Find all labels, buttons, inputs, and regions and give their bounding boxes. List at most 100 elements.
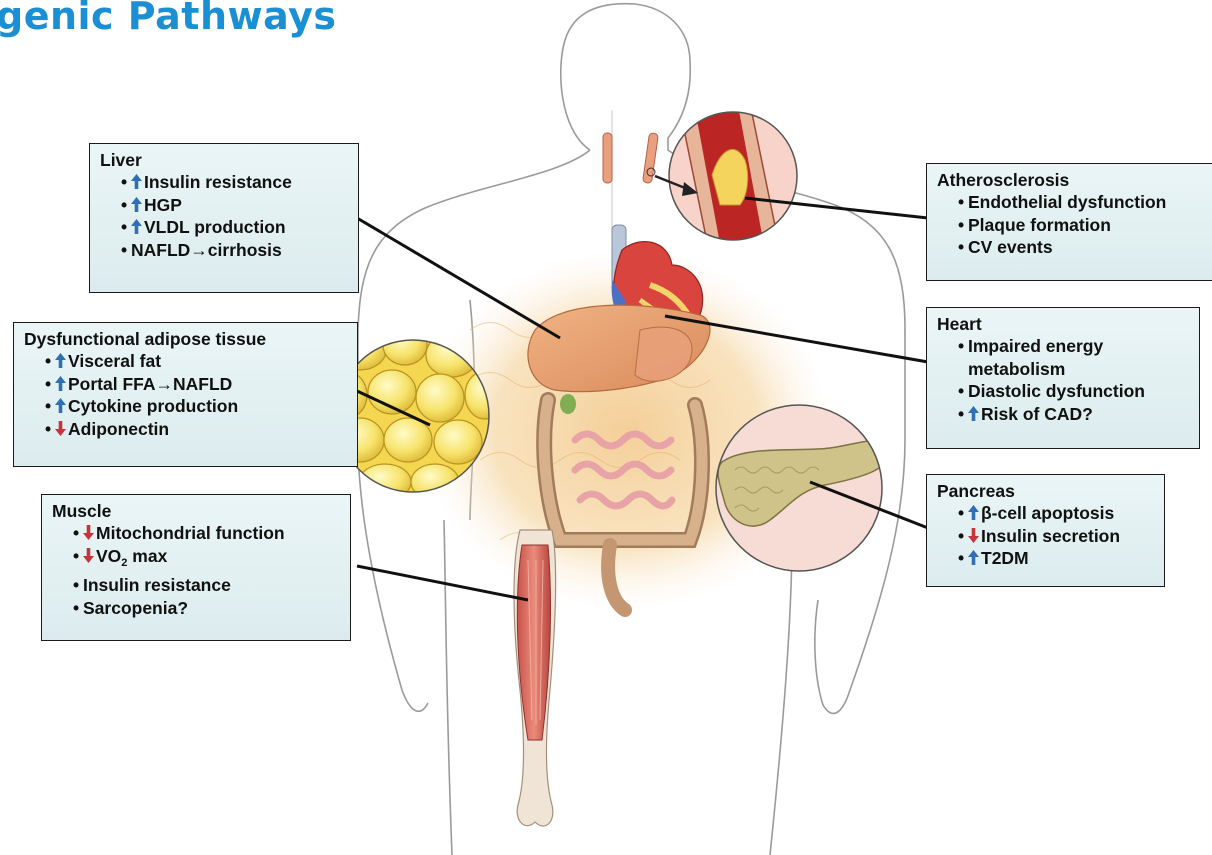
item-text: β-cell apoptosis (981, 503, 1114, 523)
bullet-icon: • (73, 574, 83, 597)
muscle-list: •Mitochondrial function•VO2 max•Insulin … (52, 522, 340, 619)
item-text: Endothelial dysfunction (968, 192, 1166, 212)
item-text: VO (96, 546, 121, 566)
pancreas-list: • β-cell apoptosis • Insulin secretion • T2DM (937, 502, 1154, 570)
list-item: •NAFLD→cirrhosis (121, 239, 348, 262)
item-text: Sarcopenia? (83, 598, 188, 618)
item-text: T2DM (981, 548, 1029, 568)
muscle-heading: Muscle (52, 500, 340, 522)
bullet-icon: • (45, 373, 55, 396)
diagram-title: genic Pathways (0, 0, 336, 38)
item-text: Impaired energy (968, 336, 1103, 356)
list-item: •VO2 max (73, 545, 340, 575)
pancreas-box: Pancreas•β-cell apoptosis•Insulin secret… (926, 474, 1165, 587)
increase-arrow-icon (131, 219, 142, 234)
bullet-icon: • (121, 239, 131, 262)
increase-arrow-icon (55, 376, 66, 391)
item-continuation: metabolism (958, 358, 1189, 381)
increase-arrow-icon (131, 174, 142, 189)
item-text-suffix: max (127, 546, 167, 566)
list-item: • Insulin resistance (121, 171, 348, 194)
bullet-icon: • (958, 191, 968, 214)
atherosclerosis-heading: Atherosclerosis (937, 169, 1212, 191)
heart-heading: Heart (937, 313, 1189, 335)
muscle-box: Muscle•Mitochondrial function•VO2 max•In… (41, 494, 351, 641)
bullet-icon: • (958, 236, 968, 259)
item-text: VLDL production (144, 217, 286, 237)
list-item: •Sarcopenia? (73, 597, 340, 620)
list-item: • Portal FFA→NAFLD (45, 373, 347, 396)
increase-arrow-icon (968, 550, 979, 565)
list-item: • Insulin secretion (958, 525, 1154, 548)
increase-arrow-icon (55, 398, 66, 413)
artery-magnified (669, 95, 797, 265)
item-text: Insulin secretion (981, 526, 1120, 546)
bullet-icon: • (958, 335, 968, 358)
increase-arrow-icon (968, 406, 979, 421)
atherosclerosis-list: •Endothelial dysfunction•Plaque formatio… (937, 191, 1212, 259)
item-text: Portal FFA→NAFLD (68, 374, 232, 394)
arm-illustration (514, 530, 556, 826)
bullet-icon: • (73, 522, 83, 545)
pancreas-magnified (716, 405, 888, 571)
bullet-icon: • (958, 547, 968, 570)
bullet-icon: • (958, 502, 968, 525)
gallbladder (560, 394, 576, 414)
decrease-arrow-icon (55, 421, 66, 436)
list-item: • T2DM (958, 547, 1154, 570)
item-text: CV events (968, 237, 1053, 257)
adipose-heading: Dysfunctional adipose tissue (24, 328, 347, 350)
increase-arrow-icon (55, 353, 66, 368)
list-item: •Plaque formation (958, 214, 1212, 237)
item-text: Plaque formation (968, 215, 1111, 235)
bullet-icon: • (958, 525, 968, 548)
bullet-icon: • (958, 403, 968, 426)
item-text: HGP (144, 195, 182, 215)
list-item: • Mitochondrial function (73, 522, 340, 545)
list-item: • β-cell apoptosis (958, 502, 1154, 525)
item-text: Insulin resistance (144, 172, 292, 192)
item-text: Adiponectin (68, 419, 169, 439)
list-item: • VLDL production (121, 216, 348, 239)
bullet-icon: • (958, 380, 968, 403)
item-text: Insulin resistance (83, 575, 231, 595)
bullet-icon: • (73, 597, 83, 620)
bullet-icon: • (121, 171, 131, 194)
item-text: Diastolic dysfunction (968, 381, 1145, 401)
item-text: Cytokine production (68, 396, 238, 416)
increase-arrow-icon (131, 197, 142, 212)
list-item: • Cytokine production (45, 395, 347, 418)
adipose-box: Dysfunctional adipose tissue•Visceral fa… (13, 322, 358, 467)
carotid-left (603, 133, 612, 183)
list-item: • HGP (121, 194, 348, 217)
list-item: •Insulin resistance (73, 574, 340, 597)
item-text: Risk of CAD? (981, 404, 1093, 424)
bullet-icon: • (73, 545, 83, 568)
list-item: • Risk of CAD? (958, 403, 1189, 426)
pancreas-heading: Pancreas (937, 480, 1154, 502)
liver-box: Liver•Insulin resistance•HGP•VLDL produc… (89, 143, 359, 293)
list-item: •Diastolic dysfunction (958, 380, 1189, 403)
increase-arrow-icon (968, 505, 979, 520)
list-item: •Endothelial dysfunction (958, 191, 1212, 214)
liver-heading: Liver (100, 149, 348, 171)
bullet-icon: • (958, 214, 968, 237)
list-item: •Adiponectin (45, 418, 347, 441)
bullet-icon: • (45, 395, 55, 418)
liver-list: •Insulin resistance•HGP•VLDL production•… (100, 171, 348, 261)
list-item: • Visceral fat (45, 350, 347, 373)
bullet-icon: • (45, 350, 55, 373)
item-text: Visceral fat (68, 351, 161, 371)
bullet-icon: • (121, 216, 131, 239)
item-text: Mitochondrial function (96, 523, 285, 543)
decrease-arrow-icon (83, 548, 94, 563)
decrease-arrow-icon (968, 528, 979, 543)
bullet-icon: • (121, 194, 131, 217)
atherosclerosis-box: Atherosclerosis•Endothelial dysfunction•… (926, 163, 1212, 281)
adipose-list: • Visceral fat • Portal FFA→NAFLD • Cytokine … (24, 350, 347, 440)
decrease-arrow-icon (83, 525, 94, 540)
